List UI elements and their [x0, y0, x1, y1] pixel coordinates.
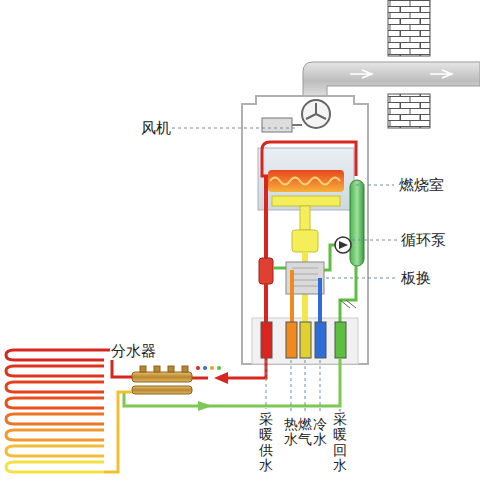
floor-coil: [6, 462, 104, 472]
coil-return: [104, 392, 132, 472]
pump-label: 循环泵: [400, 231, 447, 249]
floor-coil: [6, 414, 104, 424]
floor-coil: [6, 430, 104, 440]
port-label: 采暖供水: [259, 412, 273, 474]
chamber-label: 燃烧室: [398, 176, 445, 194]
port-label: 采暖回水: [333, 412, 347, 474]
manifold-label: 分水器: [110, 342, 157, 360]
exchanger-label: 板换: [400, 269, 432, 287]
fan-label: 风机: [140, 119, 172, 137]
floor-coil: [6, 446, 104, 456]
floor-coil: [6, 398, 104, 408]
port-label: 冷水: [313, 417, 327, 448]
floor-coil: [6, 350, 104, 360]
floor-coil: [6, 382, 104, 392]
floor-coil: [6, 366, 104, 376]
port-label: 热水: [284, 417, 298, 448]
port-label: 燃气: [298, 417, 312, 448]
